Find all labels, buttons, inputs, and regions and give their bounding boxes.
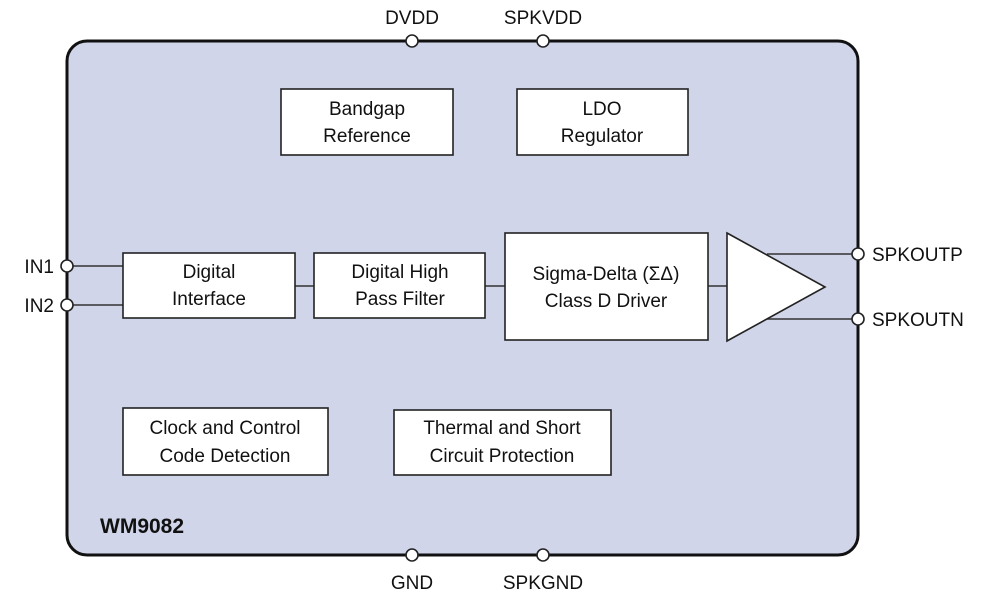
- high-pass-filter-block: Digital High Pass Filter: [313, 252, 486, 319]
- in2-label: IN2: [24, 296, 54, 317]
- dvdd-pin-icon: [405, 34, 419, 48]
- block-label: Bandgap: [329, 99, 405, 120]
- ldo-regulator-block: LDO Regulator: [516, 88, 689, 156]
- block-label: Circuit Protection: [430, 446, 575, 467]
- chip-name-label: WM9082: [100, 515, 184, 538]
- spkgnd-pin-icon: [536, 548, 550, 562]
- spkoutn-pin-icon: [851, 312, 865, 326]
- block-label: Class D Driver: [545, 291, 668, 312]
- block-label: Code Detection: [160, 446, 291, 467]
- in2-pin-icon: [60, 298, 74, 312]
- spkoutn-label: SPKOUTN: [872, 310, 964, 331]
- bandgap-reference-block: Bandgap Reference: [280, 88, 454, 156]
- spkvdd-label: SPKVDD: [504, 8, 582, 29]
- spkgnd-label: SPKGND: [503, 573, 583, 594]
- spkvdd-pin-icon: [536, 34, 550, 48]
- clock-control-block: Clock and Control Code Detection: [122, 407, 329, 476]
- block-label: Sigma-Delta (ΣΔ): [533, 264, 680, 285]
- block-label: Digital: [183, 262, 236, 283]
- block-label: Reference: [323, 126, 411, 147]
- block-label: Digital High: [351, 262, 448, 283]
- block-label: Thermal and Short: [423, 418, 581, 439]
- gnd-pin-icon: [405, 548, 419, 562]
- block-label: Pass Filter: [355, 289, 445, 310]
- block-label: Clock and Control: [149, 418, 300, 439]
- block-label: Regulator: [561, 126, 644, 147]
- gnd-label: GND: [391, 573, 433, 594]
- sigma-delta-driver-block: Sigma-Delta (ΣΔ) Class D Driver: [504, 232, 709, 341]
- spkoutp-label: SPKOUTP: [872, 245, 963, 266]
- block-label: LDO: [582, 99, 621, 120]
- block-label: Interface: [172, 289, 246, 310]
- spkoutp-pin-icon: [851, 247, 865, 261]
- in1-label: IN1: [24, 257, 54, 278]
- in1-pin-icon: [60, 259, 74, 273]
- dvdd-label: DVDD: [385, 8, 439, 29]
- thermal-protection-block: Thermal and Short Circuit Protection: [393, 409, 612, 476]
- amplifier-triangle-icon: [726, 231, 827, 343]
- digital-interface-block: Digital Interface: [122, 252, 296, 319]
